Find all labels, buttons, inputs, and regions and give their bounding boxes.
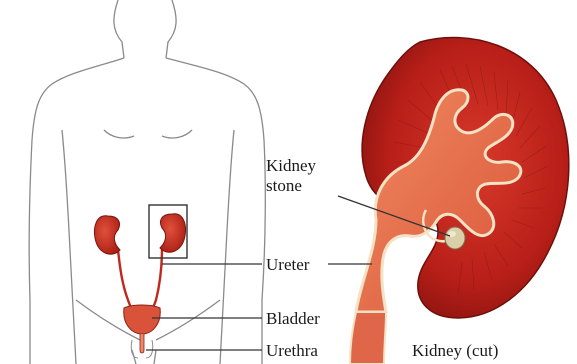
left-small-kidney xyxy=(95,216,121,254)
label-kidney-stone-line2: stone xyxy=(266,176,302,195)
label-urethra: Urethra xyxy=(266,341,318,360)
left-ureter xyxy=(118,250,134,312)
kidney-cut-illustration xyxy=(350,37,569,364)
label-ureter: Ureter xyxy=(266,255,310,274)
kidney-stone xyxy=(445,227,465,249)
label-bladder: Bladder xyxy=(266,309,320,328)
small-urinary-system xyxy=(95,205,188,358)
small-bladder xyxy=(124,305,161,334)
small-urethra xyxy=(140,334,144,353)
large-ureter xyxy=(350,312,386,364)
label-kidney-stone-line1: Kidney xyxy=(266,156,317,175)
right-small-kidney xyxy=(160,214,186,252)
label-kidney-cut: Kidney (cut) xyxy=(412,341,498,360)
